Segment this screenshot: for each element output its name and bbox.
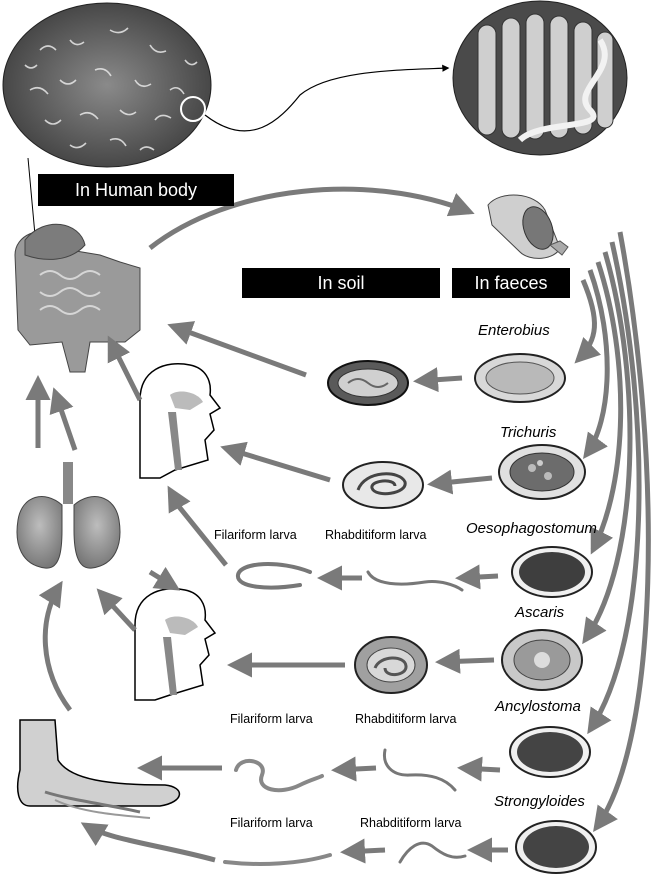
filariform-larva-1	[236, 562, 312, 590]
egg-ancylostoma	[509, 726, 591, 778]
cycle-arrows	[25, 186, 651, 864]
digestive-tract	[14, 223, 141, 373]
colon-illustration	[487, 194, 569, 259]
intestinal-villi-image	[452, 0, 628, 156]
label-filariform-larva-3: Filariform larva	[230, 816, 313, 830]
label-filariform-larva-2: Filariform larva	[230, 712, 313, 726]
embryonated-egg-enterobius	[327, 360, 409, 406]
egg-strongyloides	[515, 820, 597, 874]
lungs	[16, 462, 121, 569]
label-filariform-larva-1: Filariform larva	[214, 528, 297, 542]
label-rhabditiform-larva-1: Rhabditiform larva	[325, 528, 427, 542]
label-rhabditiform-larva-2: Rhabditiform larva	[355, 712, 457, 726]
embryonated-egg-trichuris	[342, 461, 424, 509]
label-strongyloides: Strongyloides	[494, 793, 585, 810]
label-ancylostoma: Ancylostoma	[495, 698, 581, 715]
filariform-larva-2	[234, 759, 324, 793]
label-enterobius: Enterobius	[478, 322, 550, 339]
egg-ascaris	[501, 629, 583, 691]
label-rhabditiform-larva-3: Rhabditiform larva	[360, 816, 462, 830]
rhabditiform-larva-2	[382, 748, 457, 792]
header-in-soil: In soil	[242, 268, 440, 298]
egg-trichuris	[498, 444, 586, 500]
header-in-faeces: In faeces	[452, 268, 570, 298]
foot	[17, 719, 181, 819]
label-ascaris: Ascaris	[515, 604, 565, 621]
filariform-larva-3	[223, 853, 332, 866]
label-oesophagostomum: Oesophagostomum	[466, 520, 597, 537]
worms-micrograph	[2, 2, 212, 168]
head-cross-section-upper	[139, 363, 222, 479]
header-in-human-body: In Human body	[38, 174, 234, 206]
egg-enterobius	[474, 353, 566, 403]
rhabditiform-larva-3	[398, 841, 467, 864]
arrow-micrograph-to-villi	[204, 64, 450, 132]
egg-oesophagostomum	[511, 546, 593, 598]
head-cross-section-lower	[134, 588, 217, 701]
rhabditiform-larva-1	[366, 570, 464, 592]
embryonated-egg-ascaris	[354, 636, 428, 694]
label-trichuris: Trichuris	[500, 424, 557, 441]
